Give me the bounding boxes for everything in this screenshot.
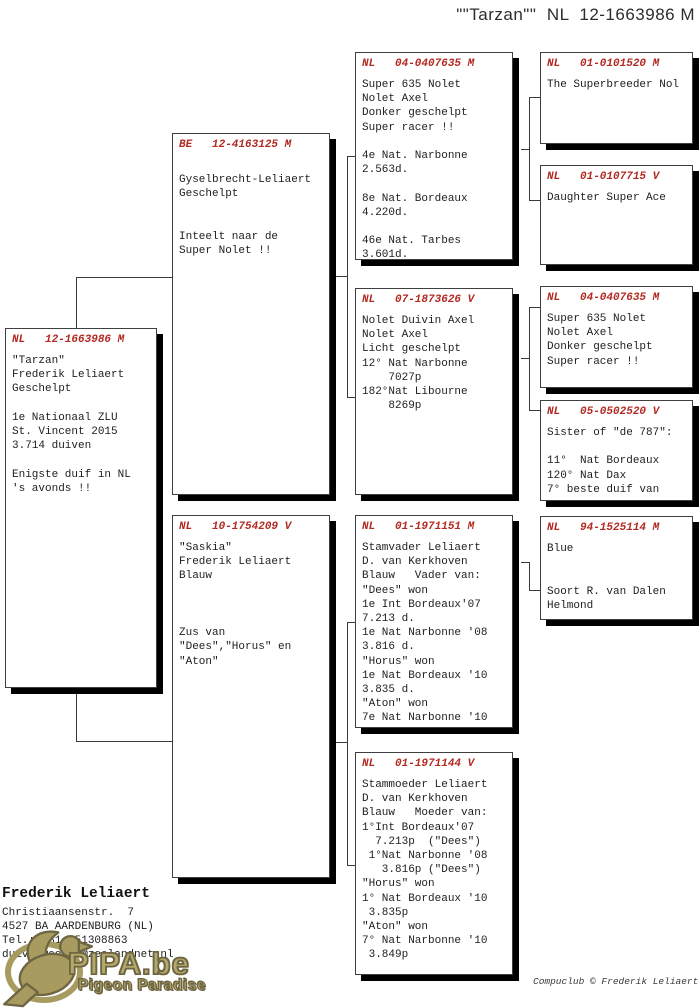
connector-line	[76, 688, 77, 741]
ring-number: NL 01-0101520 M	[547, 58, 660, 70]
logo-tagline: Pigeon Paradise	[77, 977, 207, 995]
ring-number: NL 04-0407635 M	[362, 58, 475, 70]
pedigree-box-sire-sire: NL 04-0407635 M Super 635 Nolet Nolet Ax…	[355, 52, 513, 260]
connector-line	[529, 410, 540, 411]
ring-number: NL 01-1971151 M	[362, 521, 475, 533]
connector-line	[521, 358, 529, 359]
pedigree-box-sire-sire-sire: NL 01-0101520 M The Superbreeder Nol	[540, 52, 693, 144]
pedigree-box-sire-dam-dam: NL 05-0502520 V Sister of "de 787": 11° …	[540, 400, 693, 501]
connector-line	[336, 276, 347, 277]
pigeon-details: Gyselbrecht-Leliaert Geschelpt Inteelt n…	[179, 174, 312, 258]
pigeon-details: Daughter Super Ace	[547, 192, 666, 204]
pigeon-details: Stamvader Leliaert D. van Kerkhoven Blau…	[362, 542, 488, 725]
pedigree-box-dam-sire-sire: NL 94-1525114 M Blue Soort R. van Dalen …	[540, 516, 693, 620]
page-title: ""Tarzan"" NL 12-1663986 M	[456, 5, 695, 24]
pigeon-details: "Saskia" Frederik Leliaert Blauw Zus van…	[179, 542, 292, 668]
pipa-logo: PIPA.be Pigeon Paradise	[0, 924, 280, 1008]
ring-number: NL 05-0502520 V	[547, 406, 660, 418]
pedigree-box-sire-dam: NL 07-1873626 V Nolet Duivin Axel Nolet …	[355, 288, 513, 495]
ring-number: NL 01-0107715 V	[547, 171, 660, 183]
connector-line	[529, 307, 530, 410]
connector-line	[521, 562, 529, 563]
connector-line	[529, 97, 540, 98]
pigeon-details: Super 635 Nolet Nolet Axel Donker gesche…	[547, 313, 653, 368]
pedigree-box-sire-dam-sire: NL 04-0407635 M Super 635 Nolet Nolet Ax…	[540, 286, 693, 388]
pigeon-details: Stammoeder Leliaert D. van Kerkhoven Bla…	[362, 779, 488, 962]
ring-number: BE 12-4163125 M	[179, 139, 292, 151]
pigeon-icon	[3, 930, 94, 1008]
ring-number: NL 04-0407635 M	[547, 292, 660, 304]
pedigree-box-subject: NL 12-1663986 M "Tarzan" Frederik Leliae…	[5, 328, 157, 688]
pigeon-details: Sister of "de 787": 11° Nat Bordeaux 120…	[547, 427, 673, 496]
connector-line	[76, 741, 172, 742]
logo-wordmark: PIPA.be	[67, 945, 190, 982]
owner-name: Frederik Leliaert	[2, 886, 150, 902]
connector-line	[347, 622, 355, 623]
pigeon-details: Blue Soort R. van Dalen Helmond	[547, 543, 666, 612]
connector-line	[529, 200, 540, 201]
pedigree-box-dam: NL 10-1754209 V "Saskia" Frederik Leliae…	[172, 515, 330, 878]
pedigree-box-sire: BE 12-4163125 M Gyselbrecht-Leliaert Ges…	[172, 133, 330, 495]
pedigree-box-dam-sire: NL 01-1971151 M Stamvader Leliaert D. va…	[355, 515, 513, 728]
ring-number: NL 94-1525114 M	[547, 522, 660, 534]
connector-line	[529, 590, 540, 591]
footer-credit: Compuclub © Frederik Leliaert	[533, 976, 699, 987]
pigeon-details: Super 635 Nolet Nolet Axel Donker gesche…	[362, 79, 468, 260]
connector-line	[529, 97, 530, 200]
pedigree-box-sire-sire-dam: NL 01-0107715 V Daughter Super Ace	[540, 165, 693, 265]
connector-line	[336, 742, 347, 743]
connector-line	[76, 277, 172, 278]
connector-line	[76, 277, 77, 329]
connector-line	[521, 149, 529, 150]
ring-number: NL 01-1971144 V	[362, 758, 475, 770]
connector-line	[347, 397, 355, 398]
connector-line	[347, 156, 348, 397]
ring-number: NL 12-1663986 M	[12, 334, 125, 346]
connector-line	[347, 156, 355, 157]
connector-line	[529, 562, 530, 590]
pigeon-details: The Superbreeder Nol	[547, 79, 680, 91]
connector-line	[347, 865, 355, 866]
connector-line	[529, 307, 540, 308]
connector-line	[347, 622, 348, 865]
pigeon-details: "Tarzan" Frederik Leliaert Geschelpt 1e …	[12, 355, 131, 495]
ring-number: NL 10-1754209 V	[179, 521, 292, 533]
pedigree-box-dam-dam: NL 01-1971144 V Stammoeder Leliaert D. v…	[355, 752, 513, 975]
ring-number: NL 07-1873626 V	[362, 294, 475, 306]
pigeon-details: Nolet Duivin Axel Nolet Axel Licht gesch…	[362, 315, 475, 413]
